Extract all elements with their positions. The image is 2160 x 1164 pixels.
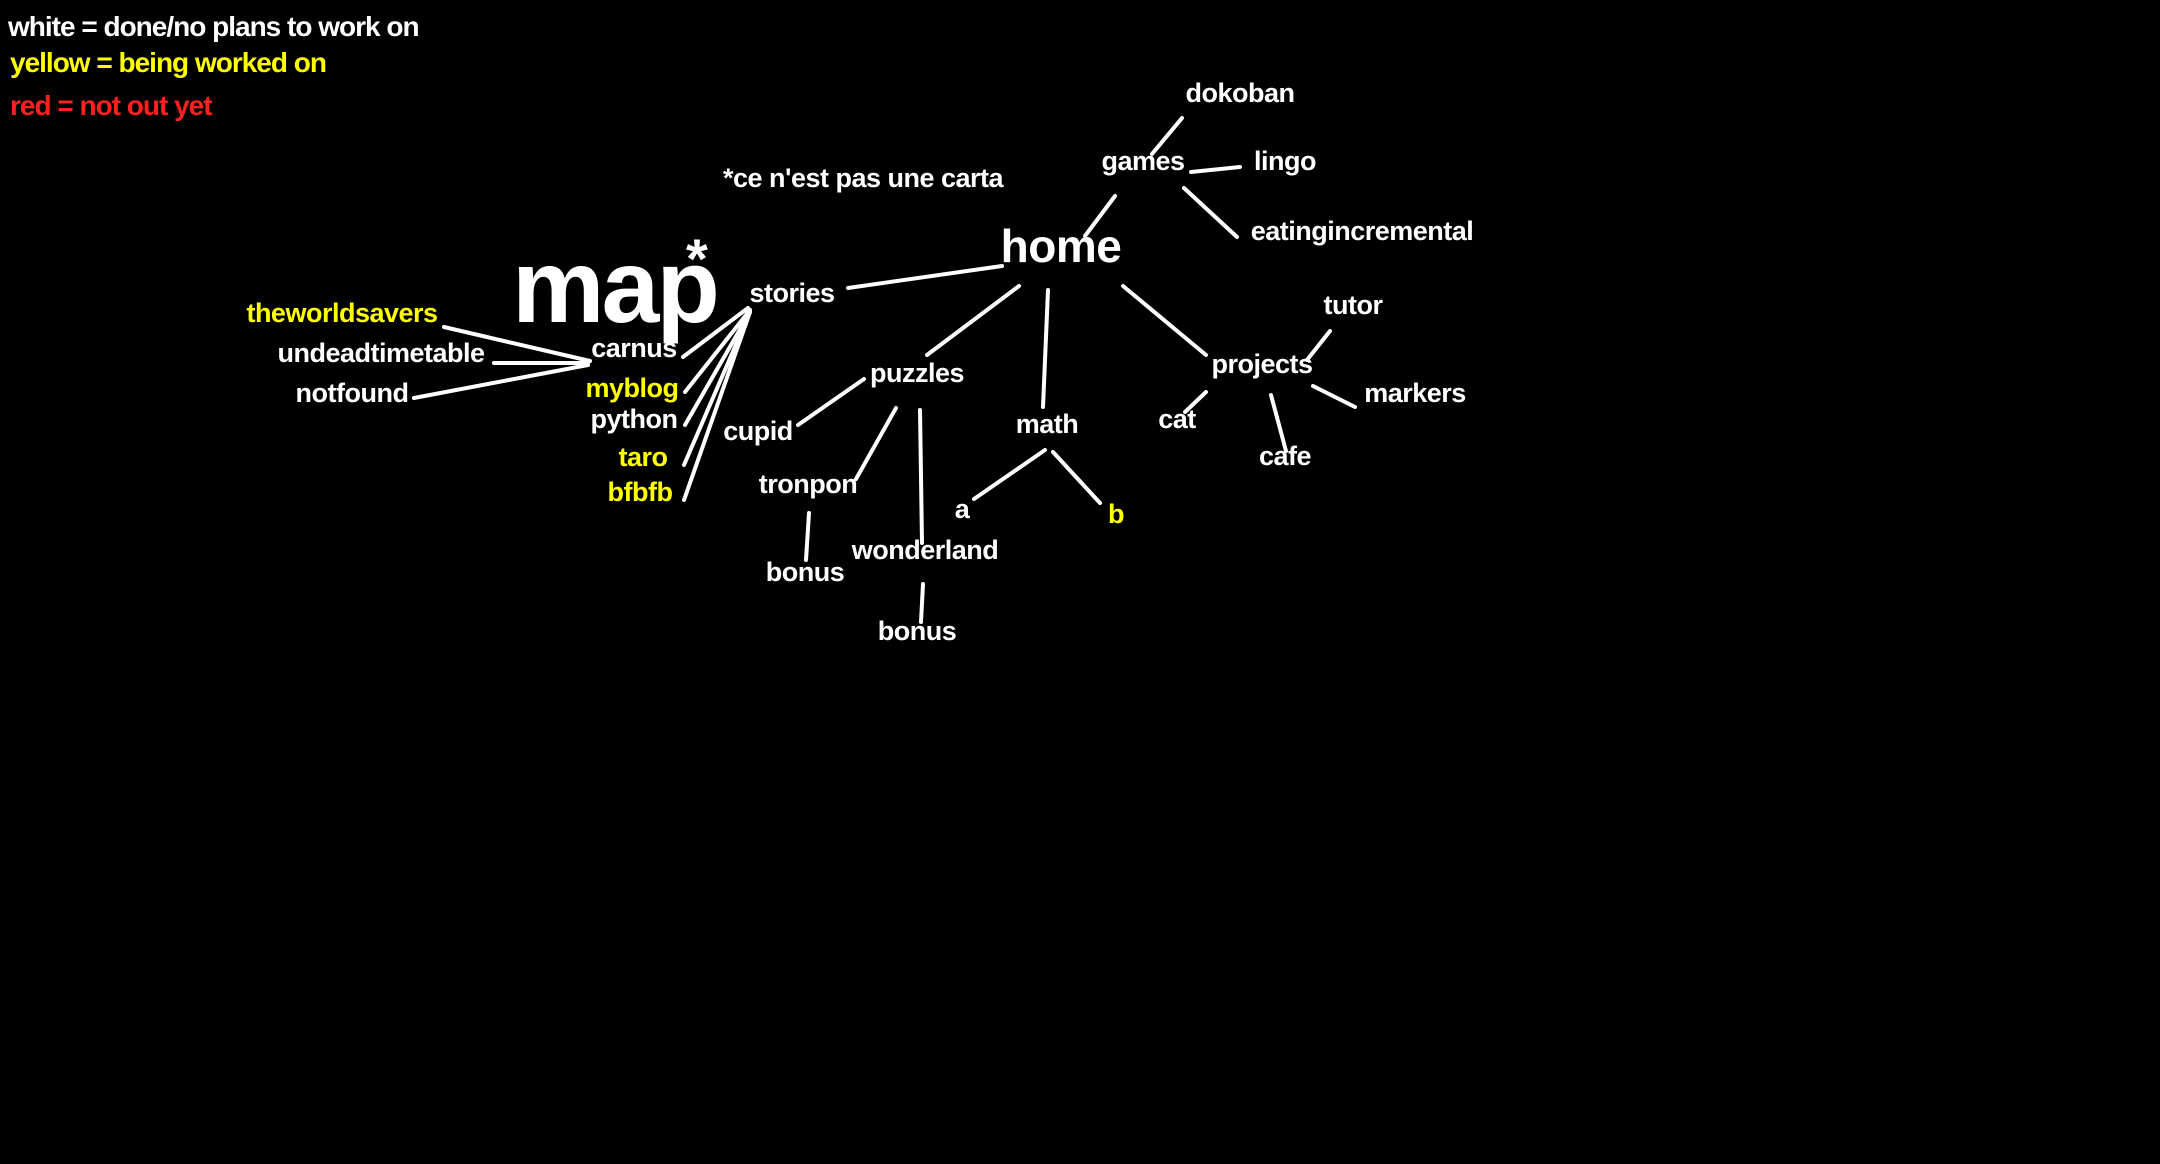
node-cupid[interactable]: cupid	[723, 416, 793, 446]
edge-home-to-games	[1083, 194, 1117, 238]
legend: white = done/no plans to work on yellow …	[7, 11, 420, 121]
node-math[interactable]: math	[1016, 409, 1079, 439]
edge-games-to-dokoban	[1150, 116, 1184, 156]
node-puzzles[interactable]: puzzles	[870, 358, 965, 388]
node-taro[interactable]: taro	[618, 442, 668, 472]
edge-games-to-eatingincremental	[1182, 186, 1239, 239]
edge-projects-to-markers	[1311, 384, 1357, 409]
legend-yellow-label: yellow = being worked on	[10, 47, 326, 78]
edge-puzzles-to-cupid	[796, 377, 866, 427]
edge-home-to-projects	[1121, 284, 1208, 357]
legend-red-label: red = not out yet	[10, 90, 212, 121]
edge-games-to-lingo	[1189, 165, 1242, 174]
node-wonderland-bonus[interactable]: bonus	[878, 616, 957, 646]
edge-math-to-b	[1051, 450, 1102, 505]
edge-wonderland-to-wonderland-bonus	[919, 582, 925, 624]
edge-stories-to-carnus	[681, 306, 750, 359]
node-notfound[interactable]: notfound	[296, 378, 409, 408]
node-theworldsavers[interactable]: theworldsavers	[246, 298, 438, 328]
node-projects[interactable]: projects	[1211, 349, 1313, 379]
node-markers[interactable]: markers	[1364, 378, 1466, 408]
node-myblog[interactable]: myblog	[585, 373, 679, 403]
node-lingo[interactable]: lingo	[1254, 146, 1316, 176]
edge-carnus-to-theworldsavers	[442, 325, 592, 363]
edge-home-to-stories	[846, 264, 1004, 290]
node-cafe[interactable]: cafe	[1259, 441, 1312, 471]
nodes-layer: home games dokoban lingo eatingincremental st…	[246, 78, 1473, 646]
edge-stories-to-python	[683, 310, 752, 427]
edge-carnus-to-notfound	[412, 363, 590, 400]
edge-home-to-puzzles	[925, 284, 1021, 357]
node-stories[interactable]: stories	[749, 278, 835, 308]
node-tronpon[interactable]: tronpon	[759, 469, 858, 499]
edge-projects-to-cat	[1183, 390, 1208, 414]
footnote: *ce n'est pas une carta	[723, 163, 1005, 193]
node-carnus[interactable]: carnus	[591, 333, 677, 363]
node-undeadtimetable[interactable]: undeadtimetable	[277, 338, 485, 368]
edge-puzzles-to-wonderland	[918, 408, 924, 545]
node-home[interactable]: home	[1001, 220, 1122, 272]
edge-projects-to-tutor	[1305, 329, 1332, 362]
map-title-asterisk: *	[686, 227, 708, 290]
node-eatingincremental[interactable]: eatingincremental	[1251, 216, 1474, 246]
node-dokoban[interactable]: dokoban	[1186, 78, 1296, 108]
map-title: map	[512, 229, 717, 345]
edge-home-to-math	[1041, 288, 1050, 409]
edges-layer	[412, 116, 1357, 624]
edge-stories-to-bfbfb	[682, 310, 752, 502]
node-wonderland[interactable]: wonderland	[851, 535, 999, 565]
node-b[interactable]: b	[1108, 499, 1125, 529]
edge-math-to-a	[972, 448, 1047, 501]
node-python[interactable]: python	[591, 404, 678, 434]
node-cat[interactable]: cat	[1158, 404, 1197, 434]
node-bfbfb[interactable]: bfbfb	[608, 477, 673, 507]
node-tutor[interactable]: tutor	[1324, 290, 1384, 320]
legend-white-label: white = done/no plans to work on	[7, 11, 419, 42]
edge-tronpon-to-tronpon-bonus	[804, 511, 811, 562]
edge-projects-to-cafe	[1269, 393, 1288, 453]
edge-puzzles-to-tronpon	[854, 406, 898, 481]
node-tronpon-bonus[interactable]: bonus	[766, 557, 845, 587]
edge-stories-to-myblog	[683, 308, 752, 394]
node-games[interactable]: games	[1101, 146, 1185, 176]
node-a[interactable]: a	[955, 494, 972, 524]
